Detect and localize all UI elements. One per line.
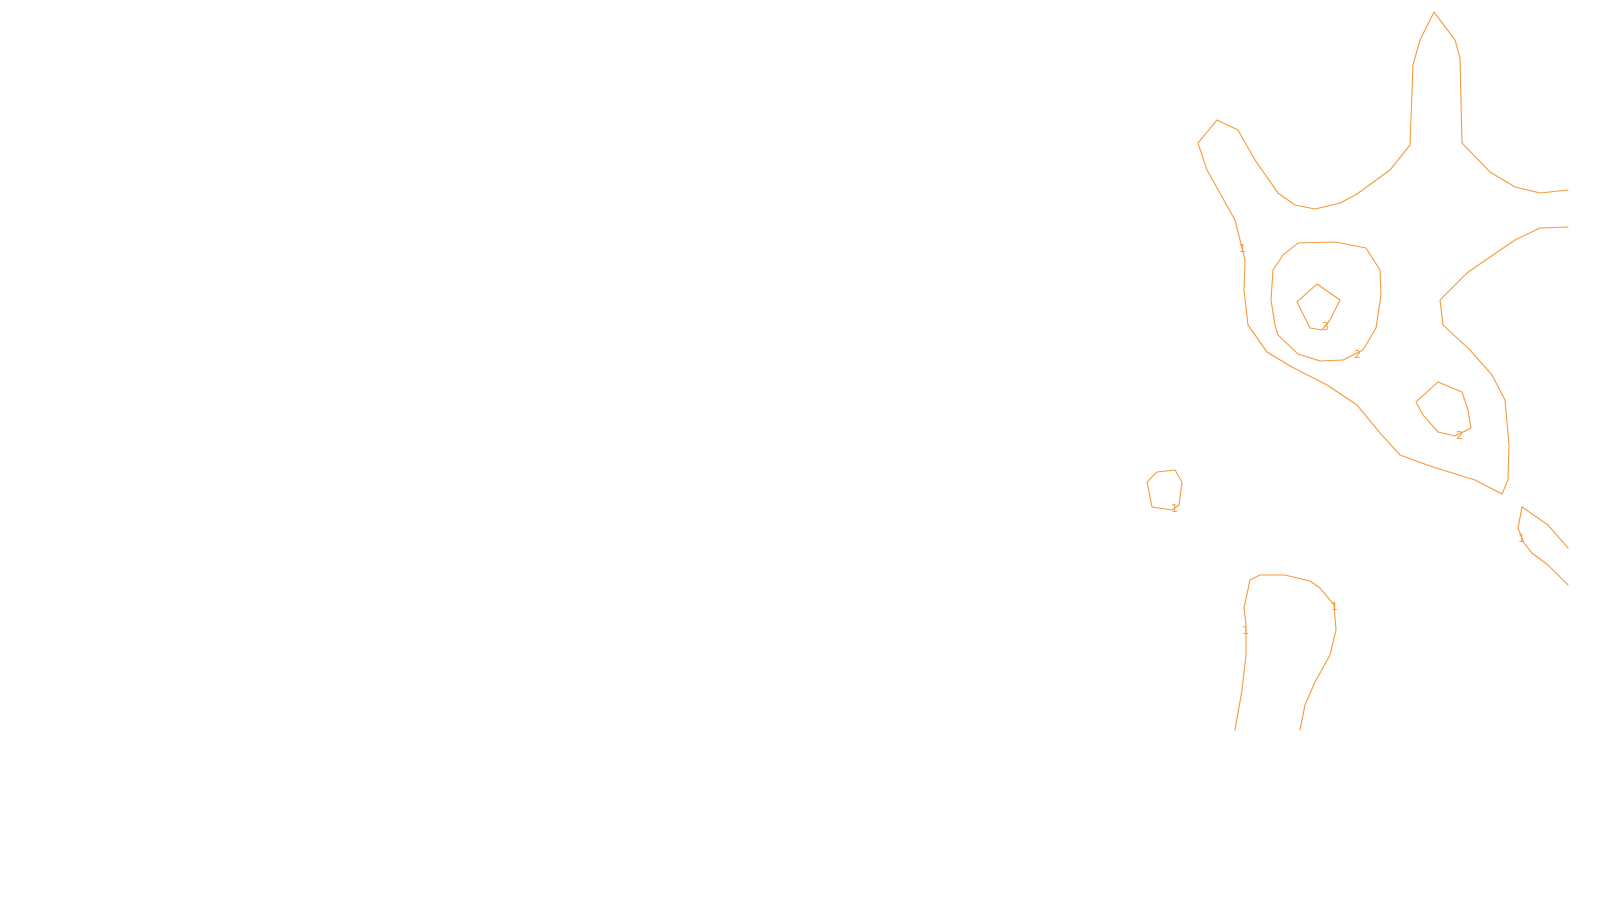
- contour-label-1-upper: 1: [1239, 242, 1246, 255]
- contour-line-level-3: [1296, 283, 1341, 331]
- contour-label-1-edge: 1: [1518, 532, 1525, 545]
- contour-line-level-1-upper: [1197, 11, 1569, 495]
- contour-label-2-right: 2: [1456, 429, 1463, 442]
- contour-line-level-2-right: [1415, 381, 1472, 437]
- contour-label-1-small: 1: [1171, 502, 1178, 515]
- contour-line-level-1-small: [1146, 469, 1183, 511]
- contour-line-level-1-edge: [1517, 506, 1569, 586]
- contour-label-1-lower-right: 1: [1331, 600, 1338, 613]
- contour-line-level-2-upper: [1270, 241, 1382, 362]
- contour-line-level-1-lower: [1234, 574, 1337, 731]
- contour-label-3: 3: [1322, 320, 1329, 333]
- contour-label-2-upper: 2: [1354, 348, 1361, 361]
- contour-label-1-lower-left: 1: [1242, 624, 1249, 637]
